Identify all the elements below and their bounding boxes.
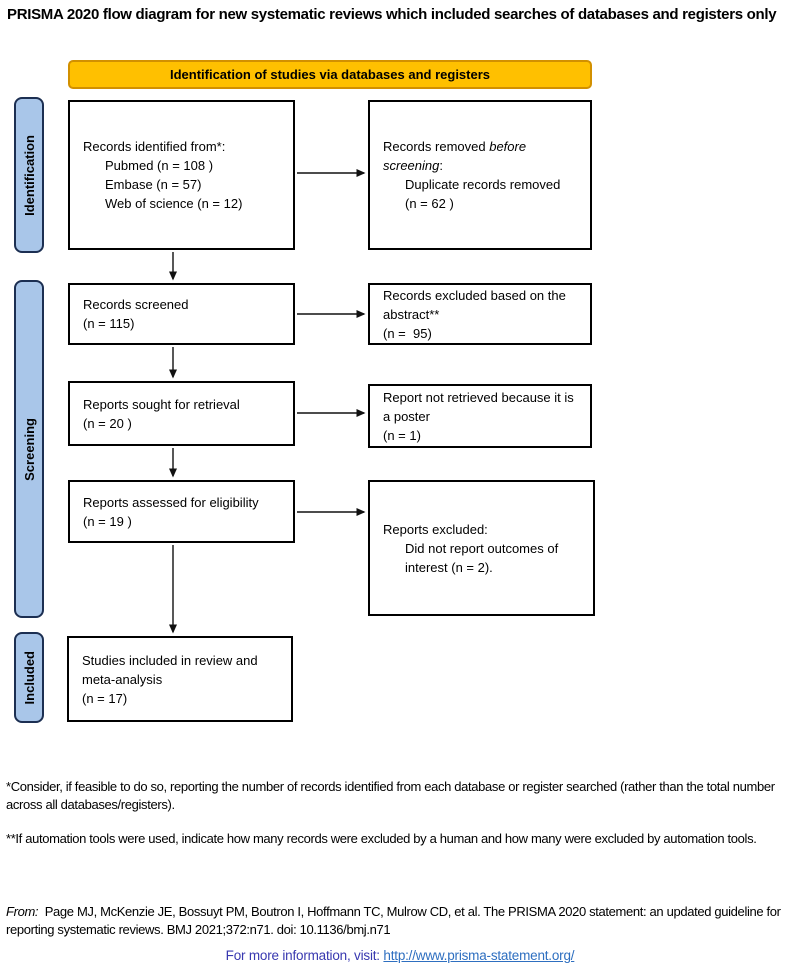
stage-label-included-text: Included: [21, 650, 37, 705]
stage-label-identification-text: Identification: [21, 134, 37, 216]
reports-excluded-reason: Did not report outcomes of interest (n =…: [405, 540, 562, 575]
studies-included-count: (n = 17): [82, 690, 128, 706]
records-removed-count: (n = 62 ): [405, 196, 454, 211]
banner-label: Identification of studies via databases …: [169, 67, 491, 82]
footer-link-line: For more information, visit: http://www.…: [0, 948, 800, 963]
footer-link-label: For more information, visit:: [225, 948, 384, 963]
stage-label-screening-text: Screening: [21, 417, 37, 481]
records-removed-heading: Records removed before screening:: [383, 137, 582, 175]
records-removed-suffix: :: [439, 158, 443, 173]
records-identified-heading: Records identified from*:: [83, 139, 226, 154]
records-screened-count: (n = 115): [83, 316, 135, 331]
box-studies-included: Studies included in review and meta-anal…: [67, 636, 293, 722]
records-identified-pubmed: Pubmed (n = 108 ): [105, 158, 214, 173]
records-identified-embase: Embase (n = 57): [105, 177, 202, 192]
reports-assessed-count: (n = 19 ): [83, 513, 132, 529]
footnote-asterisk: *Consider, if feasible to do so, reporti…: [6, 779, 775, 813]
identification-banner: Identification of studies via databases …: [68, 60, 592, 89]
records-removed-duplicates: Duplicate records removed: [405, 177, 561, 192]
reports-sought-count: (n = 20 ): [83, 415, 132, 431]
stage-label-identification: Identification: [14, 97, 44, 253]
box-reports-excluded: Reports excluded: Did not report outcome…: [368, 480, 595, 616]
reports-assessed-text: Reports assessed for eligibility: [83, 494, 259, 510]
records-excluded-abstract-text: Records excluded based on the abstract**: [383, 287, 570, 322]
studies-included-text: Studies included in review and meta-anal…: [82, 652, 262, 687]
page-title: PRISMA 2020 flow diagram for new systema…: [7, 6, 777, 23]
box-records-screened: Records screened (n = 115): [68, 283, 295, 345]
stage-label-included: Included: [14, 632, 44, 723]
citation-text: Page MJ, McKenzie JE, Bossuyt PM, Boutro…: [6, 904, 784, 938]
citation-from-label: From:: [6, 904, 39, 919]
box-report-not-retrieved: Report not retrieved because it is a pos…: [368, 384, 592, 448]
records-removed-prefix: Records removed: [383, 139, 490, 154]
box-reports-assessed: Reports assessed for eligibility (n = 19…: [68, 480, 295, 543]
footnote-double-asterisk: **If automation tools were used, indicat…: [6, 831, 757, 846]
records-removed-italic: before screening: [383, 139, 530, 173]
box-records-removed: Records removed before screening: Duplic…: [368, 100, 592, 250]
report-not-retrieved-count: (n = 1): [383, 427, 421, 443]
records-screened-text: Records screened: [83, 297, 189, 312]
stage-label-screening: Screening: [14, 280, 44, 618]
reports-sought-text: Reports sought for retrieval: [83, 396, 240, 412]
records-identified-wos: Web of science (n = 12): [105, 196, 243, 211]
records-excluded-abstract-count: (n = 95): [383, 325, 432, 341]
box-reports-sought: Reports sought for retrieval (n = 20 ): [68, 381, 295, 446]
reports-excluded-heading: Reports excluded:: [383, 521, 488, 537]
prisma-statement-link[interactable]: http://www.prisma-statement.org/: [383, 948, 575, 963]
citation: From: Page MJ, McKenzie JE, Bossuyt PM, …: [6, 903, 796, 939]
box-records-excluded-abstract: Records excluded based on the abstract**…: [368, 283, 592, 345]
report-not-retrieved-text: Report not retrieved because it is a pos…: [383, 389, 578, 424]
box-records-identified: Records identified from*: Pubmed (n = 10…: [68, 100, 295, 250]
